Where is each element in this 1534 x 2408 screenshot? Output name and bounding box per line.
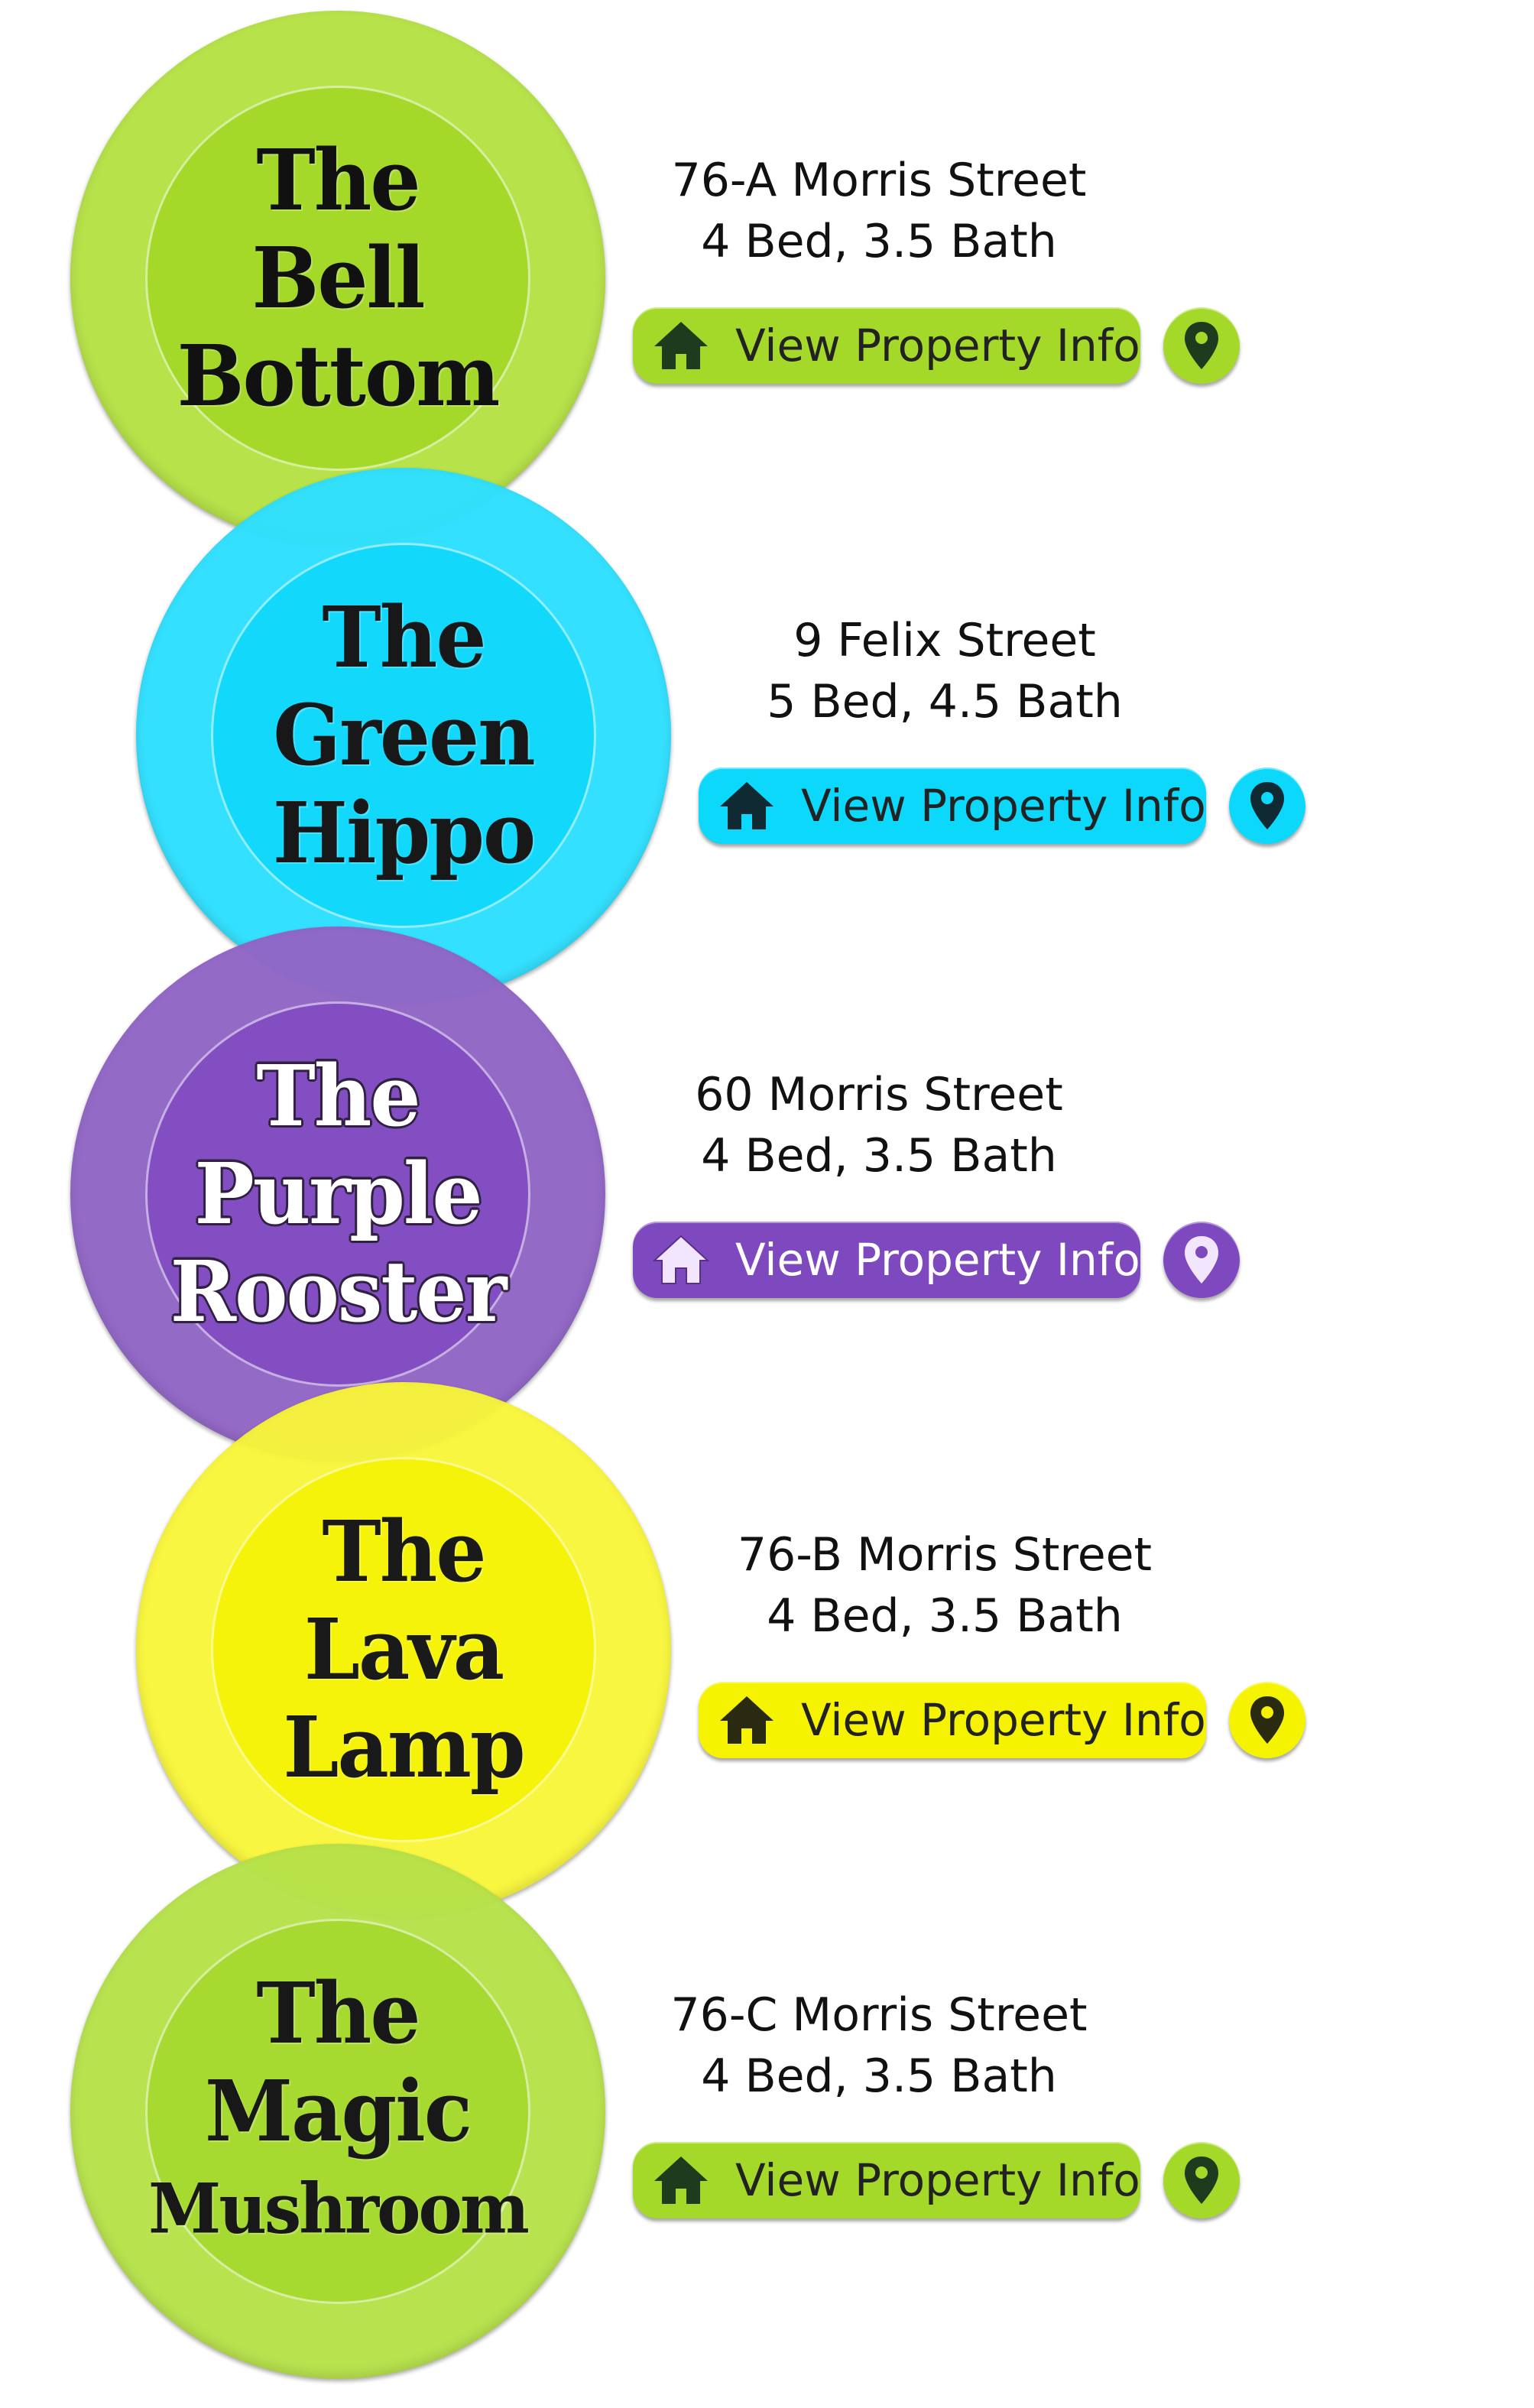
home-icon — [653, 1235, 709, 1284]
map-location-button[interactable] — [1229, 1682, 1305, 1758]
badge-inner-circle: The Green Hippo — [211, 543, 596, 928]
property-name-line: Magic — [204, 2061, 472, 2161]
property-name-line: Purple — [194, 1144, 482, 1244]
badge-inner-circle: The Purple Rooster — [145, 1001, 530, 1387]
property-name-line: The — [256, 130, 420, 230]
badge-inner-circle: The Bell Bottom — [145, 86, 530, 471]
view-property-info-button[interactable]: View Property Info — [699, 768, 1206, 844]
view-property-info-button[interactable]: View Property Info — [633, 307, 1140, 384]
property-name-line: Lamp — [283, 1697, 525, 1797]
map-location-button[interactable] — [1163, 1222, 1240, 1298]
property-address: 76-B Morris Street — [737, 1528, 1153, 1582]
property-name-line: Bottom — [177, 326, 501, 426]
view-property-info-button[interactable]: View Property Info — [699, 1682, 1206, 1758]
property-name-line: The — [256, 1046, 420, 1146]
home-icon — [720, 1696, 773, 1744]
map-pin-icon — [1250, 1696, 1284, 1744]
property-info-green-hippo: 9 Felix Street 5 Bed, 4.5 Bath — [654, 610, 1235, 732]
view-property-info-label: View Property Info — [801, 1694, 1206, 1746]
view-property-info-label: View Property Info — [735, 2154, 1140, 2206]
view-property-info-label: View Property Info — [801, 780, 1206, 832]
property-address: 9 Felix Street — [793, 614, 1096, 667]
view-property-info-button[interactable]: View Property Info — [633, 1222, 1140, 1298]
property-name-line: Bell — [251, 228, 425, 328]
map-location-button[interactable] — [1163, 2142, 1240, 2218]
badge-inner-circle: The Lava Lamp — [211, 1457, 596, 1842]
property-details: 4 Bed, 3.5 Bath — [701, 2049, 1057, 2103]
property-badge-bell-bottom[interactable]: The Bell Bottom — [70, 11, 605, 546]
home-icon — [654, 2156, 708, 2204]
map-location-button[interactable] — [1163, 307, 1240, 384]
property-name-line: The — [256, 1963, 420, 2063]
view-property-info-label: View Property Info — [735, 320, 1140, 372]
property-details: 4 Bed, 3.5 Bath — [701, 215, 1057, 268]
property-address: 60 Morris Street — [695, 1068, 1063, 1121]
property-badge-magic-mushroom[interactable]: The Magic Mushroom — [70, 1844, 605, 2379]
property-info-bell-bottom: 76-A Morris Street 4 Bed, 3.5 Bath — [589, 150, 1169, 272]
property-name-line: Green — [273, 685, 536, 785]
view-property-info-button[interactable]: View Property Info — [633, 2142, 1140, 2218]
map-location-button[interactable] — [1229, 768, 1305, 844]
property-name-line: Mushroom — [148, 2168, 530, 2250]
map-pin-icon — [1185, 1236, 1218, 1284]
home-icon — [654, 322, 708, 369]
property-address: 76-C Morris Street — [670, 1988, 1088, 2042]
property-info-magic-mushroom: 76-C Morris Street 4 Bed, 3.5 Bath — [589, 1984, 1169, 2107]
property-name-line: Rooster — [170, 1241, 508, 1342]
property-info-purple-rooster: 60 Morris Street 4 Bed, 3.5 Bath — [589, 1064, 1169, 1186]
property-name-line: Lava — [303, 1599, 504, 1699]
view-property-info-label: View Property Info — [735, 1234, 1140, 1286]
property-details: 4 Bed, 3.5 Bath — [701, 1129, 1057, 1183]
property-address: 76-A Morris Street — [671, 154, 1087, 207]
property-name-line: Hippo — [272, 783, 537, 883]
property-details: 4 Bed, 3.5 Bath — [767, 1589, 1123, 1643]
map-pin-icon — [1185, 2156, 1218, 2204]
property-badge-lava-lamp[interactable]: The Lava Lamp — [136, 1382, 671, 1917]
map-pin-icon — [1250, 782, 1284, 829]
property-name-line: The — [322, 1501, 486, 1602]
property-badge-green-hippo[interactable]: The Green Hippo — [136, 468, 671, 1003]
property-badge-purple-rooster[interactable]: The Purple Rooster — [70, 927, 605, 1462]
property-details: 5 Bed, 4.5 Bath — [767, 675, 1123, 729]
badge-inner-circle: The Magic Mushroom — [145, 1919, 530, 2304]
property-name-line: The — [322, 587, 486, 687]
home-icon — [720, 782, 773, 829]
map-pin-icon — [1185, 322, 1218, 369]
property-info-lava-lamp: 76-B Morris Street 4 Bed, 3.5 Bath — [654, 1524, 1235, 1647]
